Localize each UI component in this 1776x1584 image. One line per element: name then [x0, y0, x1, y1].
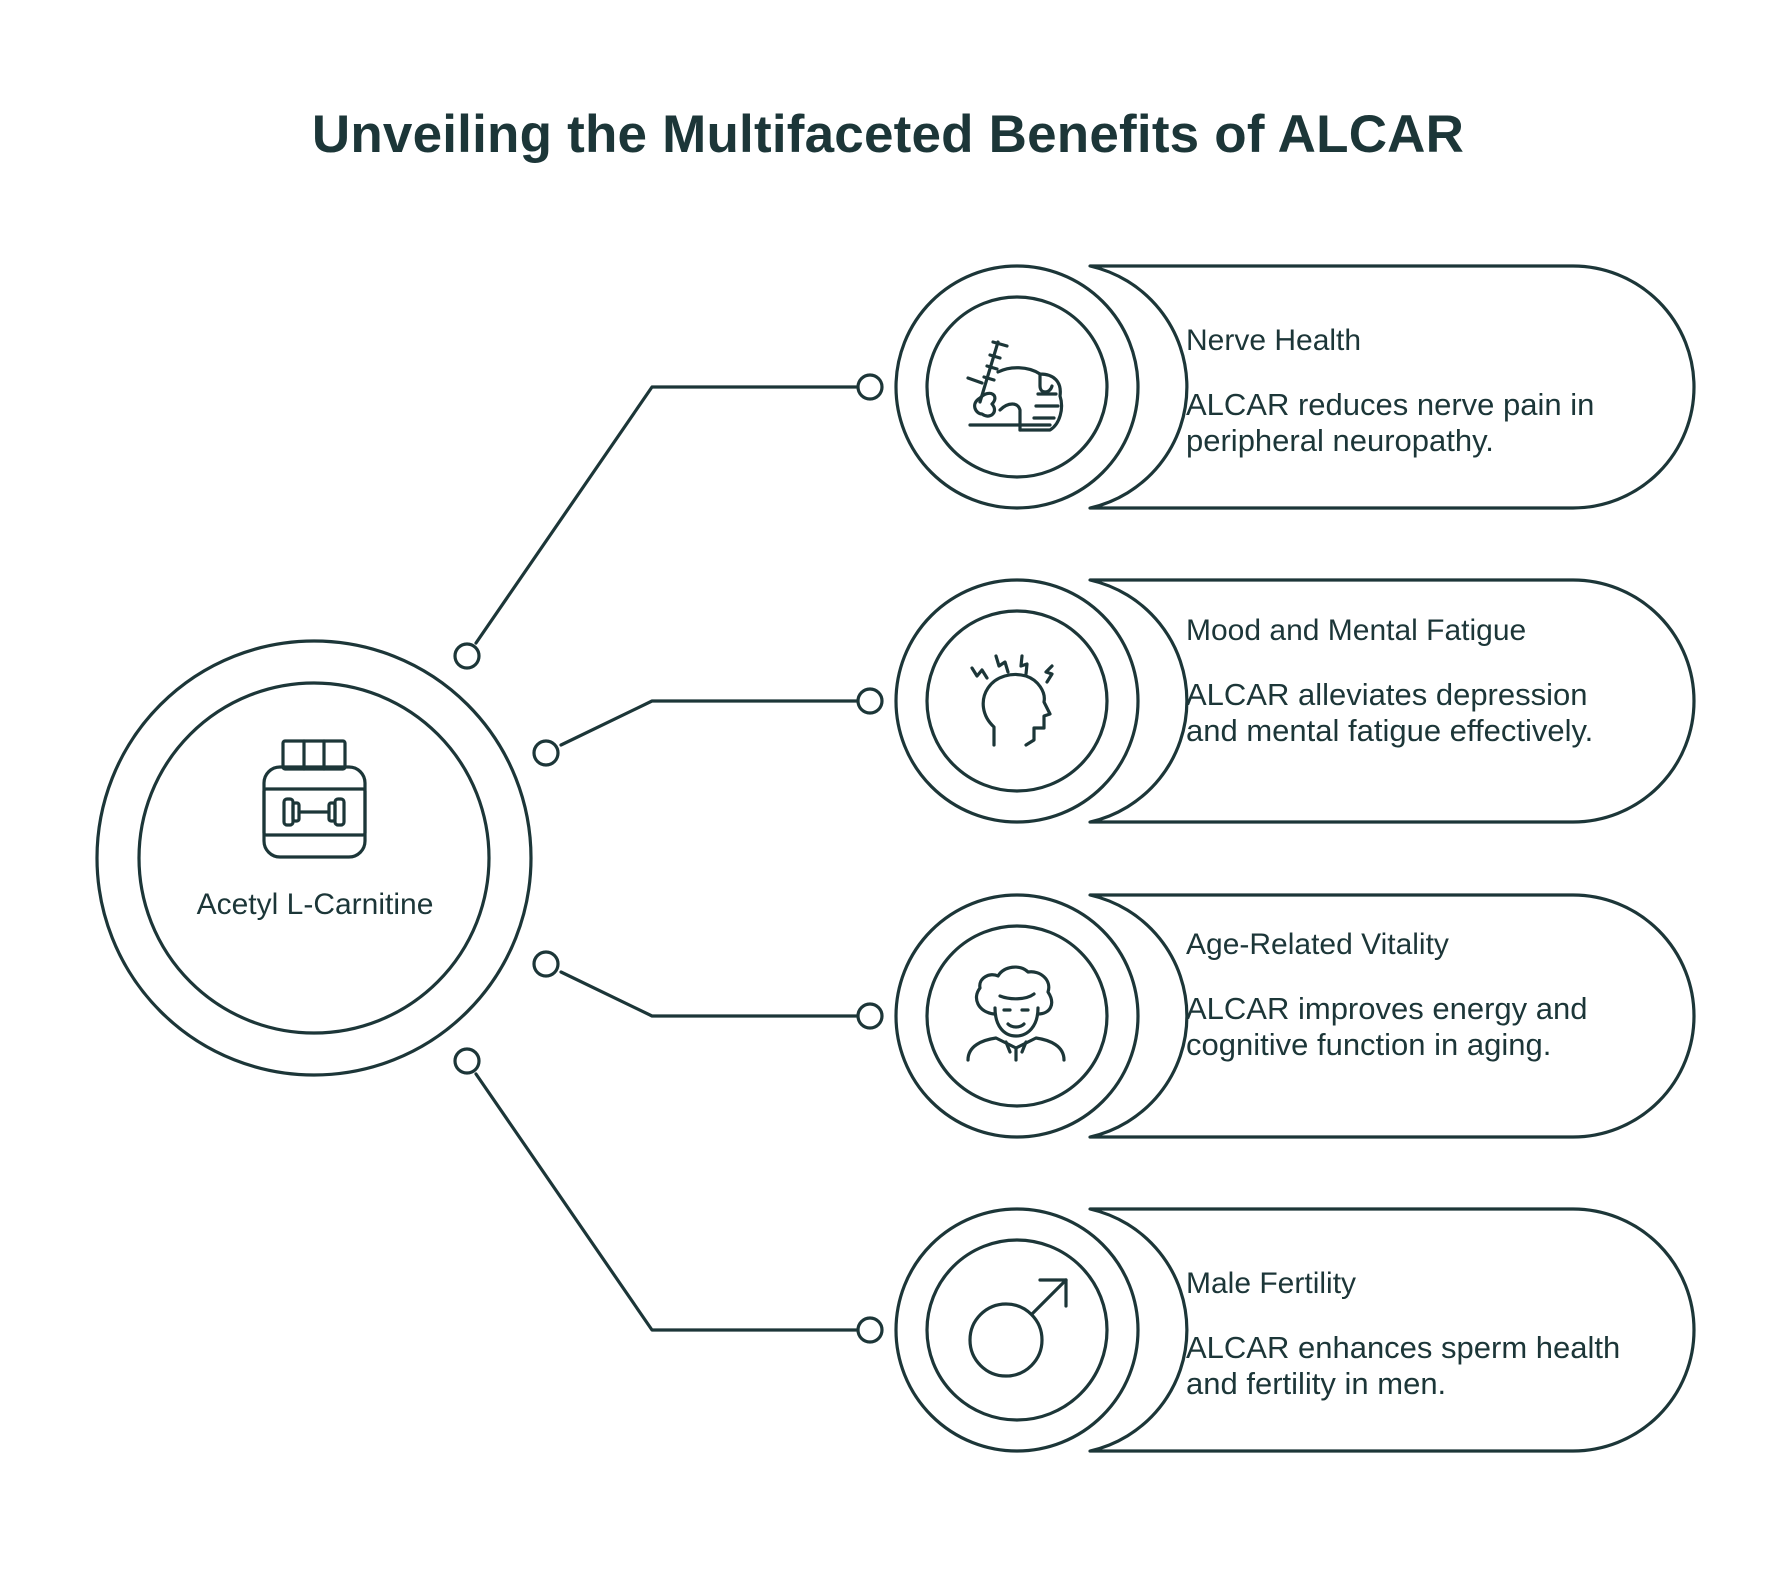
benefit-text-age: Age-Related Vitality ALCAR improves ener… [1186, 927, 1626, 1063]
center-label: Acetyl L-Carnitine [196, 888, 434, 921]
benefit-card-mood [894, 578, 1696, 824]
benefit-title: Nerve Health [1186, 324, 1362, 357]
benefit-card-nerve-health [894, 264, 1696, 510]
benefit-text-fertility: Male Fertility ALCAR enhances sperm heal… [1186, 1266, 1626, 1402]
benefit-description: ALCAR improves energy and cognitive func… [1186, 991, 1588, 1062]
benefit-title: Age-Related Vitality [1186, 928, 1449, 961]
benefit-description: ALCAR enhances sperm health and fertilit… [1186, 1330, 1621, 1401]
benefit-text-mood: Mood and Mental Fatigue ALCAR alleviates… [1186, 613, 1626, 749]
benefit-description: ALCAR reduces nerve pain in peripheral n… [1186, 387, 1595, 458]
male-symbol-icon [968, 1278, 1068, 1378]
benefit-card-age [894, 893, 1696, 1139]
benefit-description: ALCAR alleviates depression and mental f… [1186, 677, 1594, 748]
supplement-jar-icon [262, 739, 367, 859]
benefit-title: Mood and Mental Fatigue [1186, 614, 1527, 647]
elderly-person-icon [966, 965, 1066, 1062]
connector-nerve-health [453, 373, 884, 670]
head-stress-icon [970, 654, 1054, 747]
benefit-title: Male Fertility [1186, 1267, 1357, 1300]
connector-age [532, 950, 884, 1030]
connector-mood [532, 687, 884, 767]
center-hub [95, 639, 533, 1077]
page-title: Unveiling the Multifaceted Benefits of A… [311, 105, 1465, 164]
connector-fertility [453, 1047, 884, 1344]
hand-nerve-icon [966, 340, 1064, 432]
benefit-text-nerve-health: Nerve Health ALCAR reduces nerve pain in… [1186, 323, 1626, 459]
benefit-card-fertility [894, 1207, 1696, 1453]
